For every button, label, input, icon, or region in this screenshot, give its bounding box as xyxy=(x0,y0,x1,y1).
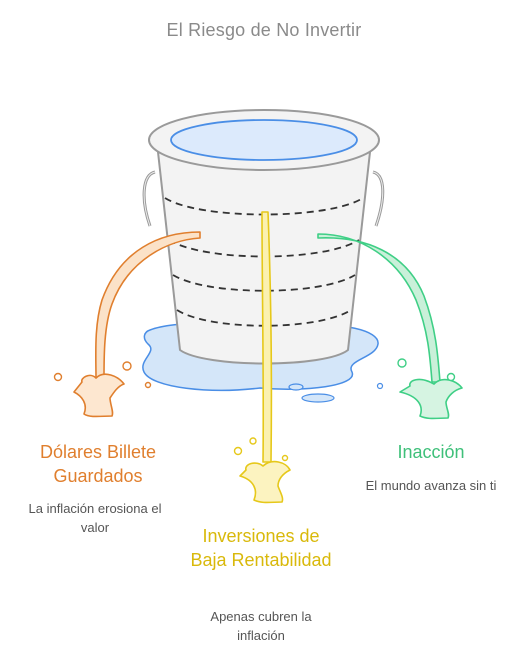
label-inversiones-baja: Inversiones de Baja Rentabilidad xyxy=(190,526,332,570)
desc-inaccion: El mundo avanza sin ti xyxy=(365,478,497,493)
yellow-leak-stream xyxy=(233,211,291,504)
desc-inversiones-baja: Apenas cubren la inflación xyxy=(210,609,312,643)
bucket-water-surface xyxy=(170,119,358,161)
desc-dolares-billete: La inflación erosiona el valor xyxy=(28,501,162,535)
orange-leak-stream xyxy=(53,231,201,418)
label-dolares-billete: Dólares Billete Guardados xyxy=(39,442,157,486)
green-leak-stream xyxy=(317,233,463,420)
water-drop xyxy=(301,393,335,403)
water-drop xyxy=(376,382,384,390)
water-drop xyxy=(288,383,304,391)
diagram-title: El Riesgo de No Invertir xyxy=(166,20,362,40)
label-inaccion: Inacción xyxy=(397,442,465,462)
